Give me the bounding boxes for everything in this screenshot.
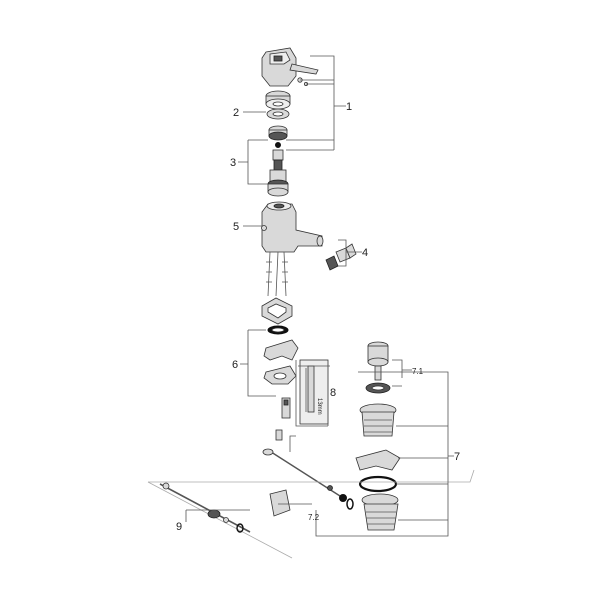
mounting-gasket bbox=[261, 297, 293, 335]
callout-7-2: 7.2 bbox=[308, 513, 320, 522]
callout-4: 4 bbox=[362, 247, 368, 259]
part-7-drain-assembly bbox=[355, 341, 401, 531]
part-4-spray-nozzle bbox=[325, 243, 357, 271]
callout-5: 5 bbox=[233, 221, 239, 233]
part-2-cap-ring bbox=[265, 90, 291, 120]
leader-lines bbox=[185, 55, 454, 537]
callout-7-1: 7.1 bbox=[412, 367, 424, 376]
part-5-faucet-body bbox=[261, 201, 324, 297]
callout-7: 7 bbox=[454, 451, 460, 463]
part-3-cartridge bbox=[267, 125, 289, 197]
callout-8: 8 bbox=[330, 387, 336, 399]
rod-length-label: 13mm bbox=[316, 398, 322, 415]
callout-2: 2 bbox=[233, 107, 239, 119]
callout-6: 6 bbox=[232, 359, 238, 371]
part-9-hose-set bbox=[147, 469, 475, 559]
part-6-clamp bbox=[263, 339, 299, 385]
callout-9: 9 bbox=[176, 521, 182, 533]
callout-3: 3 bbox=[230, 157, 236, 169]
part-8-threaded-rod: 13mm bbox=[275, 359, 329, 441]
callout-1: 1 bbox=[346, 101, 352, 113]
part-7-2-pop-up-rod bbox=[262, 448, 354, 517]
